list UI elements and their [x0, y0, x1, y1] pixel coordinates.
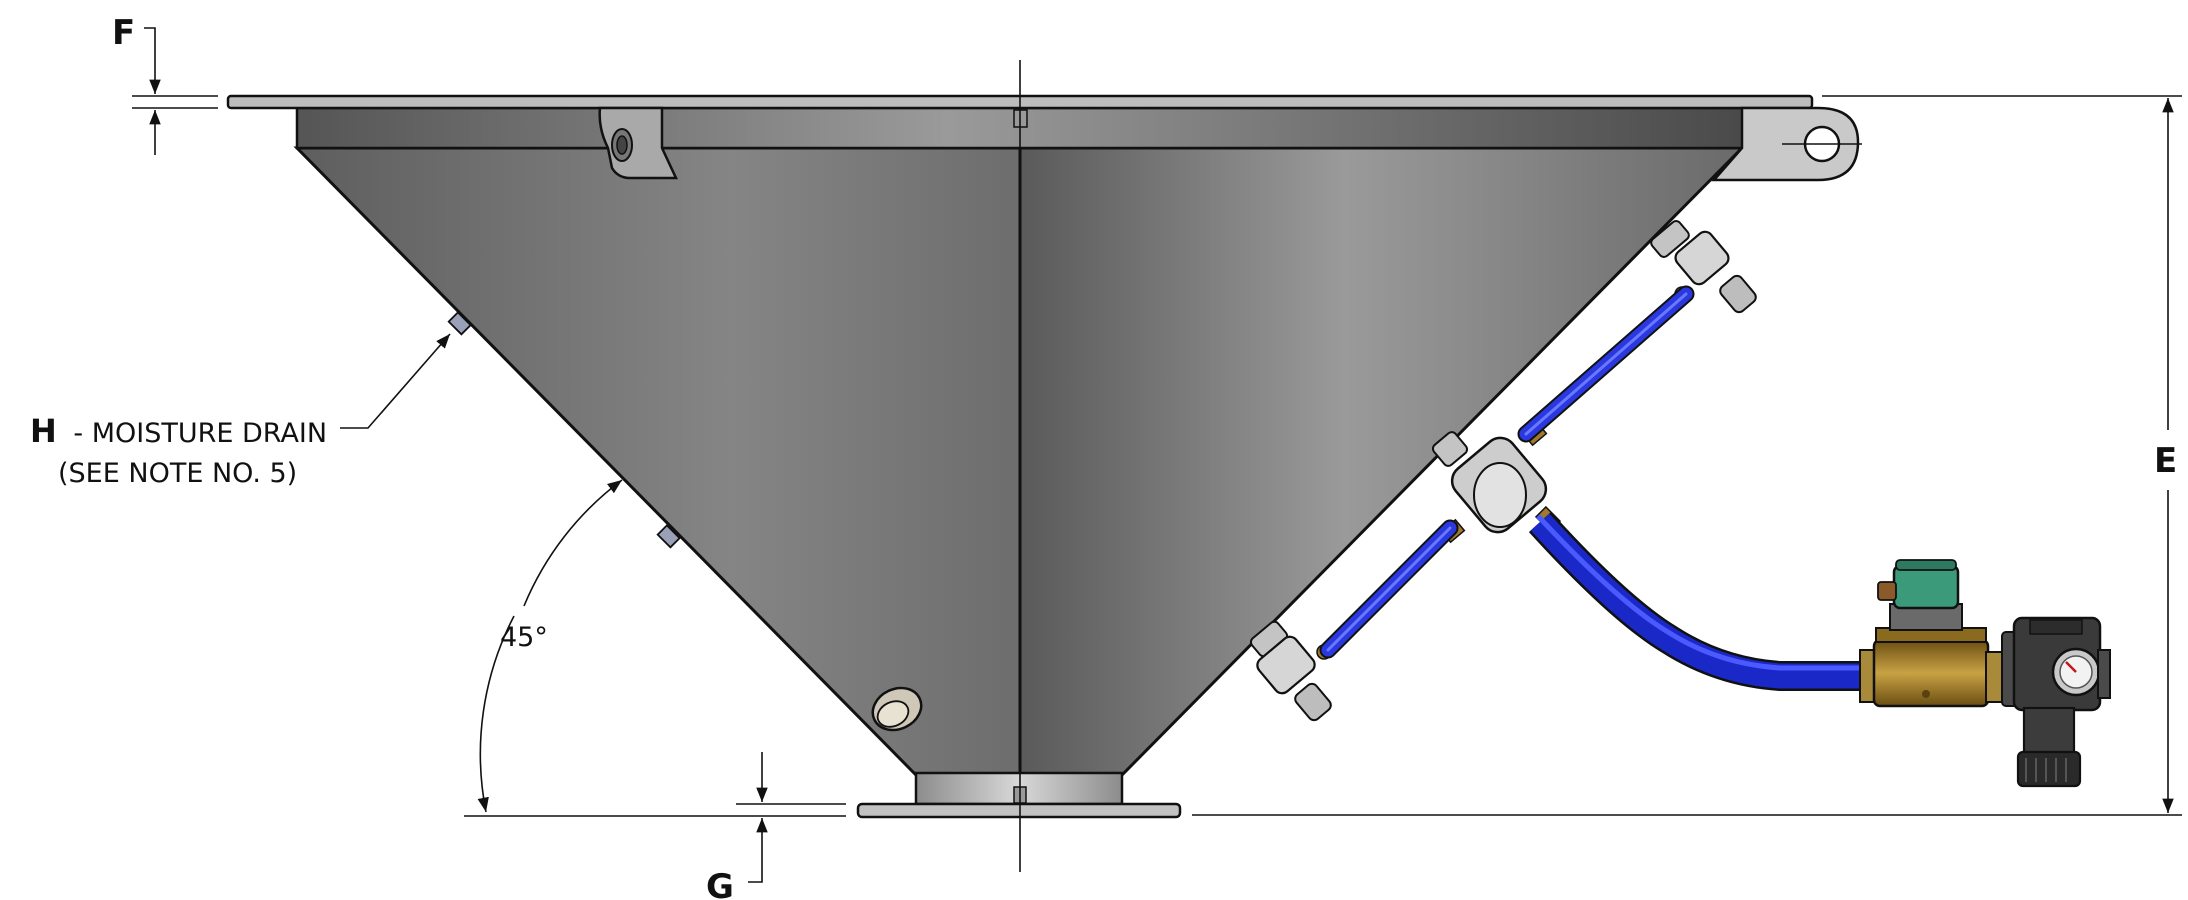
solenoid-coil [1892, 564, 1960, 610]
angle-label: 45° [500, 622, 548, 653]
dimension-f-label: F [112, 13, 135, 53]
callout-note: (SEE NOTE NO. 5) [58, 458, 297, 489]
left-mounting-bracket [598, 106, 678, 180]
callout-description: - MOISTURE DRAIN [73, 418, 327, 449]
moisture-drain-callout: H - MOISTURE DRAIN (SEE NOTE NO. 5) [30, 333, 451, 489]
air-hoses [1319, 285, 1866, 691]
right-lifting-lug [1711, 106, 1862, 182]
solenoid-valve [1859, 559, 2005, 708]
cone-left-half [297, 148, 1020, 775]
regulator-bowl [2022, 706, 2076, 756]
dimension-g-label: G [706, 867, 734, 900]
angle-dimension: 45° [477, 479, 623, 813]
cone-right-half [1020, 148, 1742, 775]
moisture-drain-fittings [447, 311, 681, 549]
callout-letter: H [30, 412, 57, 450]
dimension-e: E [1192, 95, 2182, 816]
upper-air-fitting [1650, 220, 1757, 314]
callout-text: H - MOISTURE DRAIN [30, 412, 327, 450]
dimension-f: F [112, 13, 218, 155]
bottom-flange [856, 802, 1182, 819]
bottom-spout [856, 771, 1182, 819]
lower-air-fitting [1249, 620, 1332, 722]
valve-body [1872, 638, 1990, 708]
pressure-regulator [2001, 616, 2111, 788]
side-port-nozzle [871, 686, 923, 732]
dimension-g: G [464, 752, 846, 900]
dimension-e-label: E [2154, 441, 2177, 481]
